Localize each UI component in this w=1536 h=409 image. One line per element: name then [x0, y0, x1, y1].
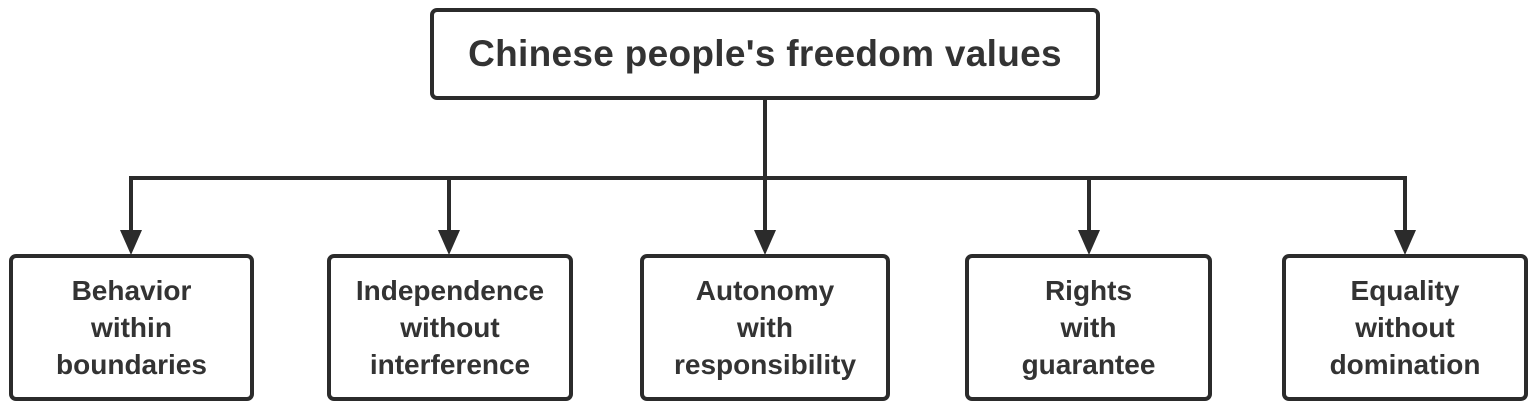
child-node-label-line: with	[736, 312, 793, 343]
child-node-label-line: within	[91, 312, 172, 343]
arrowhead-1	[120, 230, 142, 255]
child-node-label-line: without	[1355, 312, 1455, 343]
child-node-label-line: domination	[1329, 349, 1481, 380]
child-node-behavior: Behavior within boundaries	[9, 254, 254, 401]
child-node-label-line: Equality	[1350, 275, 1460, 306]
arrowhead-2	[438, 230, 460, 255]
child-node-autonomy: Autonomy with responsibility	[640, 254, 890, 401]
child-node-equality: Equality without domination	[1282, 254, 1528, 401]
child-node-rights: Rights with guarantee	[965, 254, 1212, 401]
child-node-label-line: boundaries	[56, 349, 207, 380]
arrowhead-5	[1394, 230, 1416, 255]
arrowhead-3	[754, 230, 776, 255]
child-node-label-line: Autonomy	[695, 275, 835, 306]
root-node-label: Chinese people's freedom values	[468, 33, 1062, 74]
child-node-label-line: Independence	[355, 275, 545, 306]
child-node-independence: Independence without interference	[327, 254, 573, 401]
child-node-label-line: guarantee	[1021, 349, 1156, 380]
child-node-label-line: responsibility	[673, 349, 857, 380]
child-node-label-line: without	[400, 312, 500, 343]
root-node: Chinese people's freedom values	[430, 8, 1100, 100]
child-node-label-line: with	[1060, 312, 1117, 343]
arrowhead-4	[1078, 230, 1100, 255]
child-node-label-line: interference	[369, 349, 531, 380]
child-node-label-line: Behavior	[71, 275, 192, 306]
child-node-label-line: Rights	[1044, 275, 1133, 306]
